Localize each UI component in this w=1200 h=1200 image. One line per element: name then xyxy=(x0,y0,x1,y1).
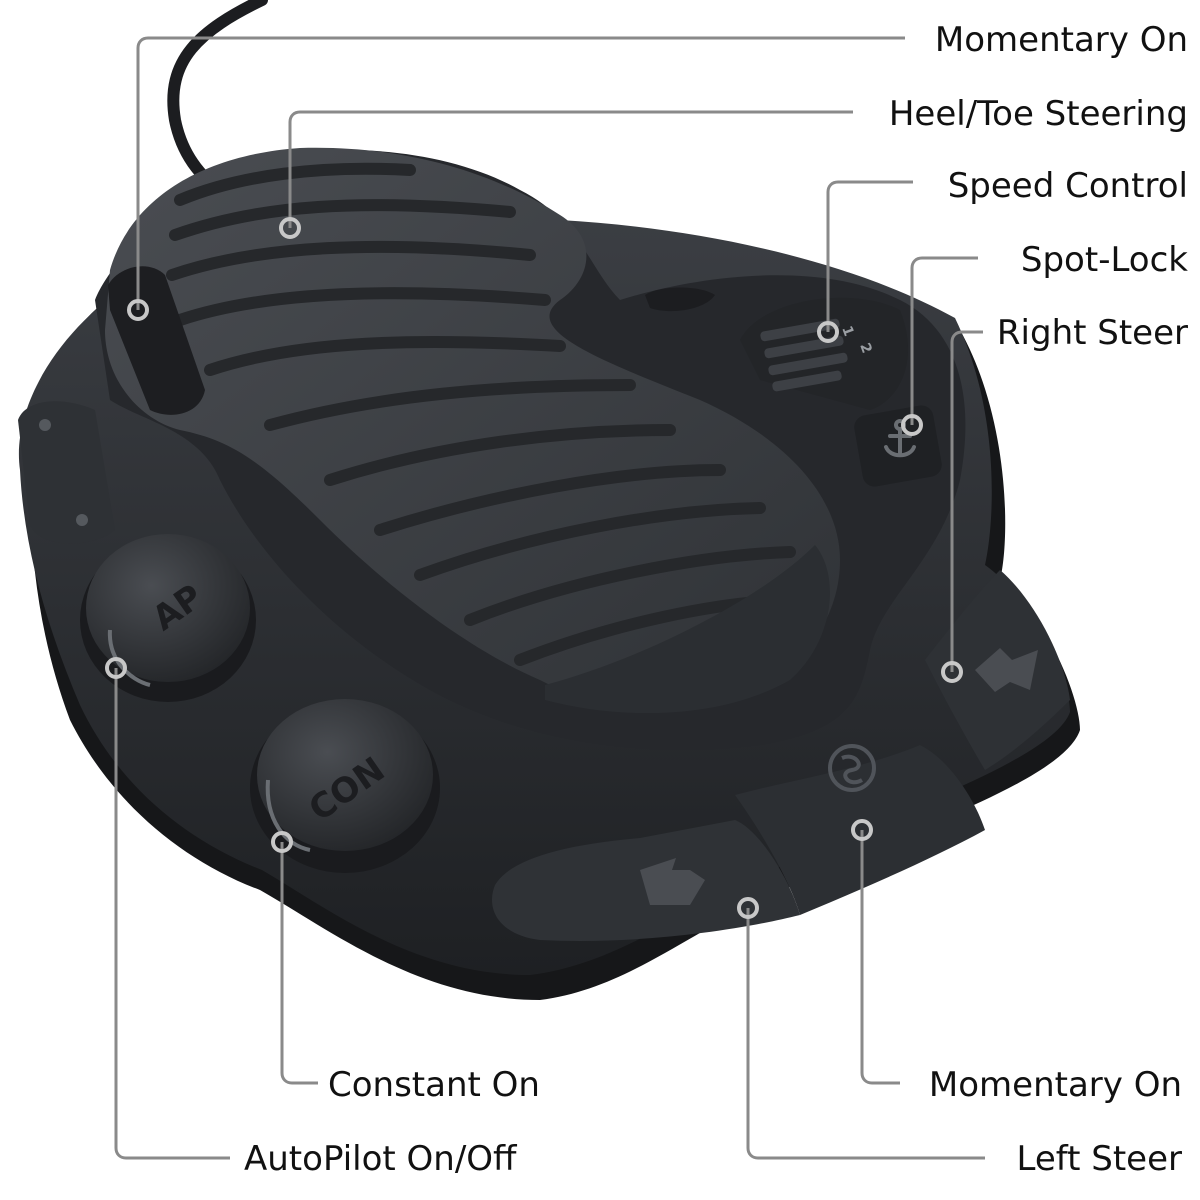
marker-right-steer xyxy=(941,661,963,683)
marker-speed-control xyxy=(817,321,839,343)
anchor-icon xyxy=(884,419,916,458)
label-left-steer: Left Steer xyxy=(1016,1139,1182,1179)
momentary-on-icon xyxy=(828,744,876,792)
constant-on-button: CON xyxy=(250,699,440,873)
label-autopilot-on-off: AutoPilot On/Off xyxy=(244,1139,517,1179)
marker-autopilot xyxy=(105,657,127,679)
indicator-led-bottom xyxy=(76,514,88,526)
label-momentary-on-bottom: Momentary On xyxy=(928,1065,1182,1105)
marker-constant-on xyxy=(271,831,293,853)
marker-momentary-on-top xyxy=(127,299,149,321)
marker-heel-toe xyxy=(279,217,301,239)
label-momentary-on-top: Momentary On xyxy=(934,20,1188,60)
label-heel-toe-steering: Heel/Toe Steering xyxy=(888,94,1188,134)
label-spot-lock: Spot-Lock xyxy=(1020,240,1188,280)
heel-cup xyxy=(545,545,830,714)
leader-right-steer xyxy=(950,330,983,672)
leader-autopilot xyxy=(114,668,230,1160)
indicator-led-top xyxy=(39,419,51,431)
autopilot-indicator-panel xyxy=(18,401,115,544)
leader-spot-lock xyxy=(910,256,978,425)
marker-momentary-on-bottom xyxy=(851,819,873,841)
leader-constant-on xyxy=(280,842,318,1085)
left-arrow-icon xyxy=(640,858,705,905)
leader-left-steer xyxy=(746,908,985,1160)
label-speed-control: Speed Control xyxy=(947,166,1188,206)
leader-momentary-on-top xyxy=(136,36,905,310)
label-right-steer: Right Steer xyxy=(996,313,1188,353)
leader-heel-toe xyxy=(288,110,853,228)
dial-cover xyxy=(645,287,715,312)
label-constant-on: Constant On xyxy=(328,1065,540,1105)
marker-spot-lock xyxy=(901,414,923,436)
marker-left-steer xyxy=(737,897,759,919)
leader-speed-control xyxy=(826,180,913,332)
momentary-on-button xyxy=(735,745,985,915)
right-arrow-icon xyxy=(975,648,1038,692)
leader-momentary-on-bottom xyxy=(860,830,900,1085)
